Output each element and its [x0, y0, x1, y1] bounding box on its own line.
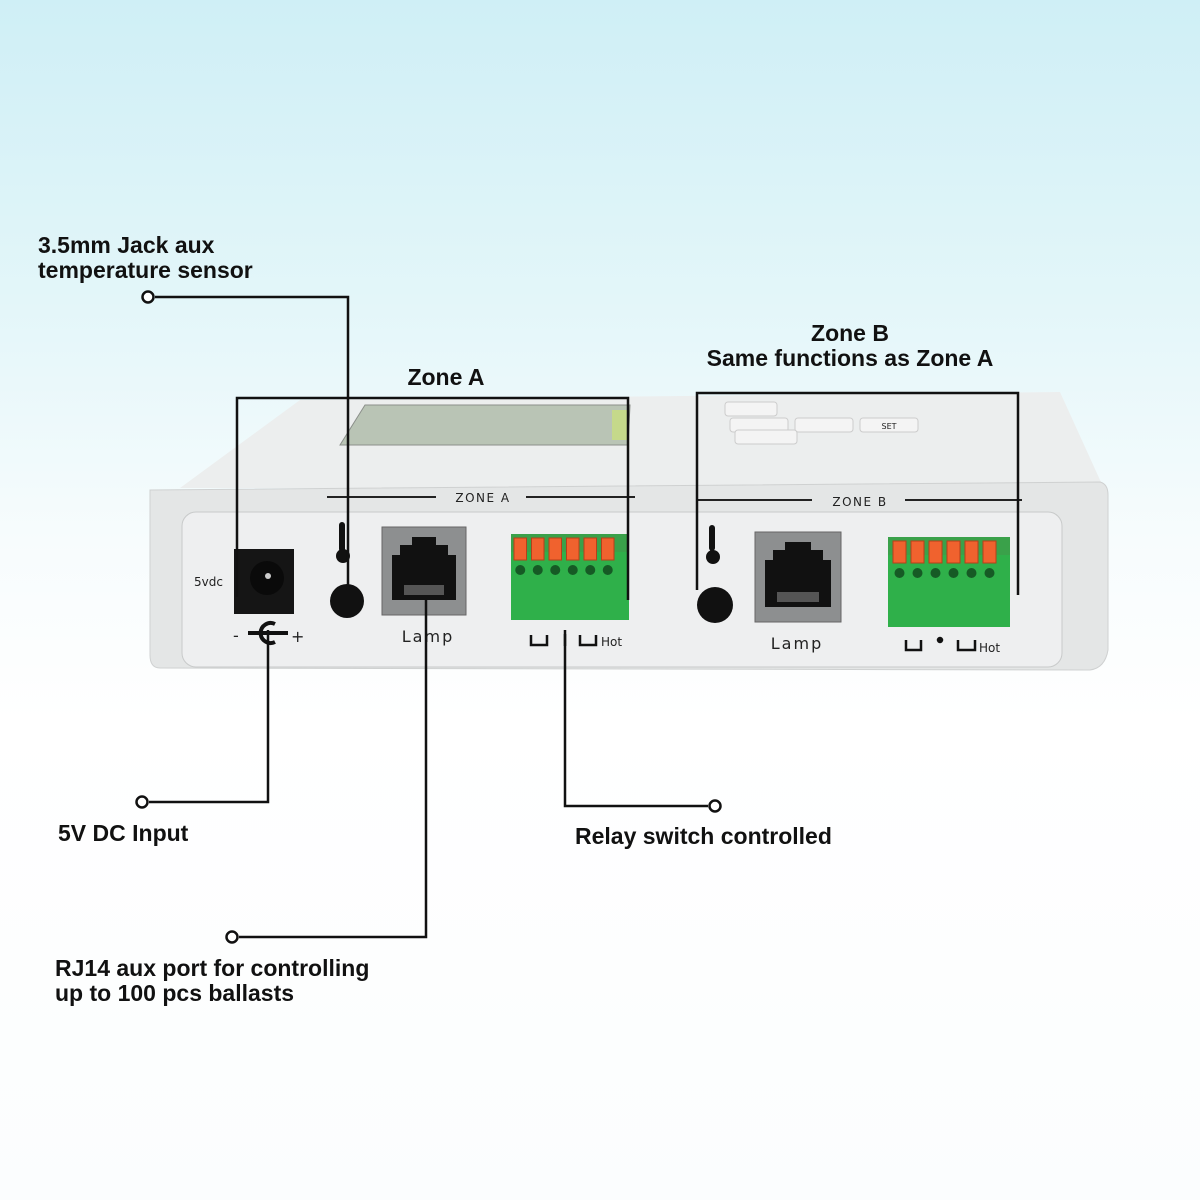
power-label: 5vdc [194, 575, 223, 589]
lamp-b-label: Lamp [771, 634, 823, 653]
terminal-lever[interactable] [513, 537, 527, 561]
terminal-hole [532, 565, 543, 575]
terminal-lever[interactable] [583, 537, 597, 561]
terminal-hole [567, 565, 578, 575]
terminal-lever[interactable] [601, 537, 615, 561]
hot-b-label: Hot [979, 641, 1000, 655]
temp-sensor-leader [155, 295, 350, 590]
keypad [724, 401, 919, 445]
terminal-hole [602, 565, 613, 575]
relay-dot-icon [708, 799, 722, 813]
terminal-lever[interactable] [892, 540, 907, 564]
lcd-backlight [612, 410, 628, 440]
set-button-label: SET [881, 422, 896, 431]
temperature-sensor-jack-a[interactable] [330, 522, 364, 618]
rj14-dot-icon [225, 930, 239, 944]
rj14-callout: RJ14 aux port for controlling up to 100 … [55, 956, 369, 1006]
zone-a-bracket [235, 396, 630, 600]
set-button[interactable] [859, 417, 919, 433]
temp-sensor-line1: 3.5mm Jack aux [38, 232, 215, 258]
terminal-hole [984, 568, 995, 578]
zone-a-label: ZONE A [455, 491, 510, 505]
rj14-leader [239, 600, 428, 939]
right-button[interactable] [794, 417, 854, 433]
lcd-screen [339, 404, 631, 446]
dc-input-callout: 5V DC Input [58, 820, 189, 846]
dc-input-dot-icon [135, 795, 149, 809]
zone-b-label: ZONE B [832, 495, 887, 509]
polarity-minus: - [233, 626, 239, 645]
terminal-lever[interactable] [531, 537, 545, 561]
terminal-hole [550, 565, 561, 575]
terminal-lever[interactable] [946, 540, 961, 564]
terminal-lever[interactable] [928, 540, 943, 564]
temperature-sensor-jack-b[interactable] [697, 525, 733, 623]
terminal-hole [930, 568, 941, 578]
lamp-a-label: Lamp [402, 627, 454, 646]
relay-symbol-b [904, 636, 977, 652]
relay-callout: Relay switch controlled [575, 823, 832, 849]
zone-b-callout: Zone B Same functions as Zone A [707, 321, 994, 371]
up-button[interactable] [724, 401, 778, 417]
zone-b-bracket [695, 391, 1020, 595]
hot-a-label: Hot [601, 635, 622, 649]
zone-b-subtitle: Same functions as Zone A [706, 345, 994, 371]
temp-sensor-callout: 3.5mm Jack aux temperature sensor [38, 233, 253, 283]
rj14-line1: RJ14 aux port for controlling [55, 955, 370, 981]
rj14-line2: up to 100 pcs ballasts [55, 980, 295, 1006]
terminal-hole [912, 568, 923, 578]
terminal-lever[interactable] [982, 540, 997, 564]
polarity-plus: + [291, 627, 304, 646]
terminal-hole [585, 565, 596, 575]
relay-leader [563, 630, 708, 808]
zone-a-callout: Zone A [407, 364, 485, 390]
temp-sensor-dot-icon [141, 290, 155, 304]
terminal-lever[interactable] [964, 540, 979, 564]
dc-input-leader [149, 630, 270, 804]
rj14-port-a[interactable] [381, 526, 467, 616]
terminal-hole [966, 568, 977, 578]
terminal-levers-b [892, 540, 997, 578]
terminal-lever[interactable] [548, 537, 562, 561]
temp-sensor-line2: temperature sensor [38, 257, 253, 283]
terminal-lever[interactable] [910, 540, 925, 564]
terminal-lever[interactable] [566, 537, 580, 561]
terminal-hole [948, 568, 959, 578]
down-button[interactable] [734, 429, 798, 445]
terminal-levers-a [513, 537, 615, 575]
terminal-hole [515, 565, 526, 575]
terminal-hole [894, 568, 905, 578]
zone-b-title: Zone B [811, 320, 889, 346]
device-top-face [180, 392, 1105, 488]
rj14-port-b[interactable] [754, 531, 842, 623]
